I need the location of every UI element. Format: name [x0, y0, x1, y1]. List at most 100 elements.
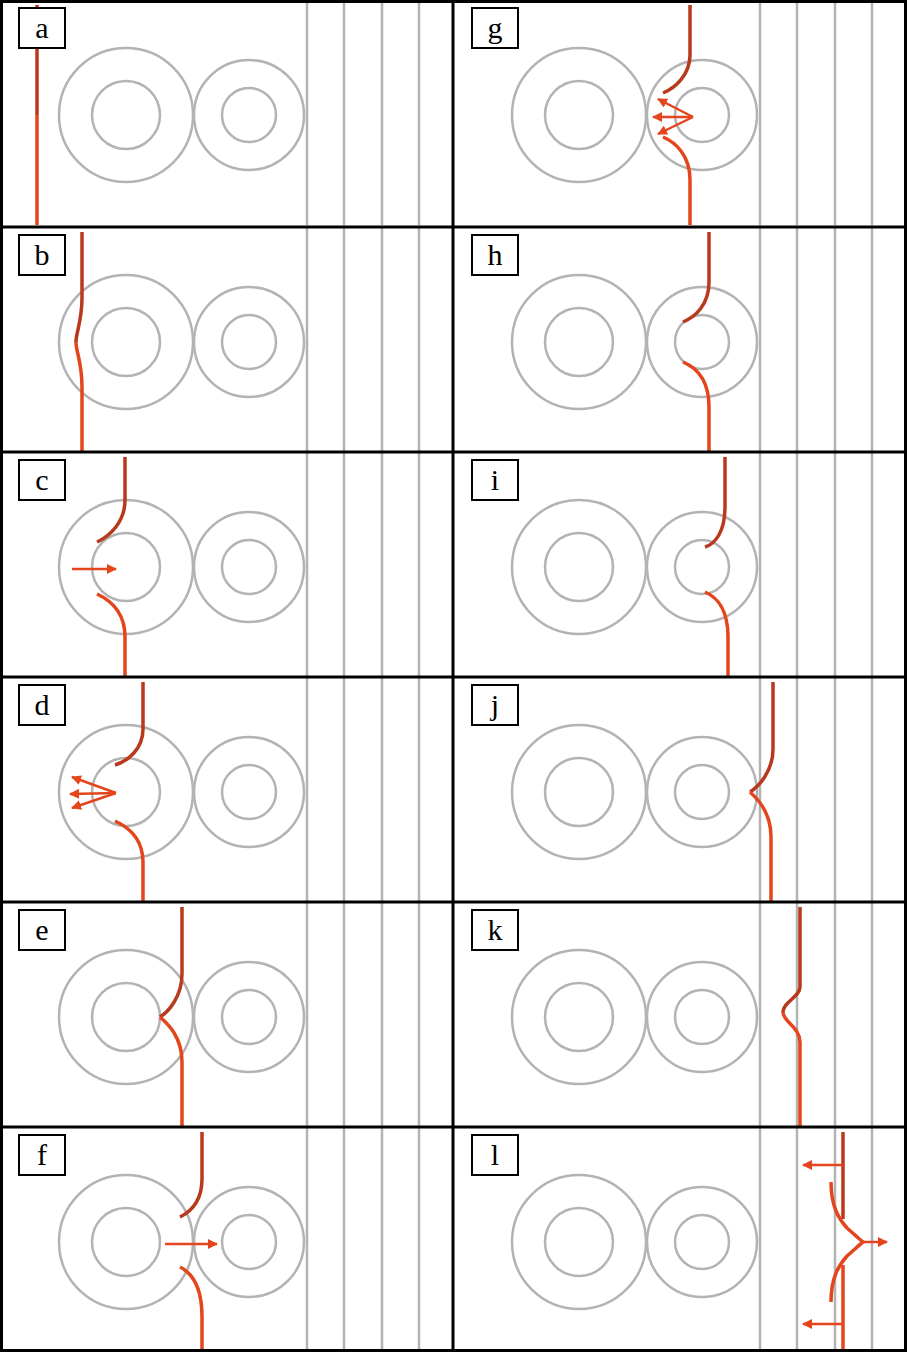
- panel-illustration: [37, 0, 419, 225]
- layer-line: [834, 677, 837, 902]
- layer-line: [759, 0, 762, 225]
- layer-line: [343, 902, 346, 1127]
- shell-circle: [675, 1215, 729, 1269]
- shell-circle: [647, 737, 757, 847]
- layer-line: [871, 227, 874, 452]
- panel-label-box: k: [471, 909, 519, 951]
- panel-letter: f: [37, 1140, 47, 1170]
- ray-arrow: [70, 793, 116, 794]
- panel-letter: h: [488, 240, 503, 270]
- shell-circle: [92, 1208, 160, 1276]
- panel-letter: d: [35, 690, 50, 720]
- layer-line: [871, 902, 874, 1127]
- panel-letter: i: [491, 465, 499, 495]
- wave-front: [76, 232, 82, 342]
- shell-circle: [92, 81, 160, 149]
- layer-line: [871, 452, 874, 677]
- shell-circle: [512, 1175, 646, 1309]
- ray-arrow: [658, 117, 693, 134]
- wave-front: [705, 592, 728, 677]
- layer-line: [381, 902, 384, 1127]
- layer-line: [381, 452, 384, 677]
- panel-label-box: f: [18, 1134, 66, 1176]
- shell-circle: [59, 48, 193, 182]
- panel-label-box: i: [471, 459, 519, 501]
- shell-circle: [194, 737, 304, 847]
- layer-line: [834, 1127, 837, 1352]
- layer-line: [418, 1127, 421, 1352]
- layer-line: [418, 0, 421, 225]
- panel-illustration: [512, 902, 872, 1127]
- shell-circle: [222, 990, 276, 1044]
- row-divider: [0, 226, 907, 229]
- shell-circle: [222, 315, 276, 369]
- layer-line: [418, 902, 421, 1127]
- layer-line: [306, 0, 309, 225]
- ray-arrow: [864, 1241, 887, 1244]
- shell-circle: [647, 512, 757, 622]
- wave-front: [783, 1012, 800, 1127]
- wave-front: [783, 907, 800, 1012]
- layer-line: [834, 227, 837, 452]
- panel-letter: j: [491, 690, 499, 720]
- panel-letter: c: [35, 465, 48, 495]
- wave-front: [841, 1132, 845, 1219]
- shell-circle: [92, 308, 160, 376]
- wave-front: [97, 594, 125, 677]
- shell-circle: [647, 962, 757, 1072]
- panel-illustration: [512, 227, 872, 452]
- row-divider: [0, 901, 907, 904]
- panel-illustration: [59, 452, 419, 677]
- shell-circle: [545, 81, 613, 149]
- ray-arrow: [72, 793, 116, 808]
- layer-line: [871, 0, 874, 225]
- panel-label-box: b: [18, 234, 66, 276]
- wave-front: [97, 457, 125, 542]
- panel-label-box: c: [18, 459, 66, 501]
- layer-line: [759, 227, 762, 452]
- layer-line: [871, 677, 874, 902]
- layer-line: [796, 227, 799, 452]
- wave-front: [663, 5, 690, 93]
- panel-illustration: [512, 452, 872, 677]
- shell-circle: [512, 500, 646, 634]
- wave-front: [841, 1265, 845, 1352]
- shell-circle: [59, 950, 193, 1084]
- ray-arrow: [658, 99, 693, 117]
- panel-letter: g: [488, 13, 503, 43]
- wave-front: [705, 457, 725, 547]
- wave-front: [76, 342, 82, 452]
- ray-arrow: [803, 1164, 843, 1167]
- wave-front: [160, 1017, 182, 1127]
- panel-letter: e: [35, 915, 48, 945]
- layer-line: [306, 902, 309, 1127]
- wave-front: [831, 1182, 863, 1302]
- panel-letter: a: [35, 13, 48, 43]
- layer-line: [759, 677, 762, 902]
- ray-arrow: [165, 1243, 217, 1246]
- layer-line: [796, 902, 799, 1127]
- shell-circle: [194, 60, 304, 170]
- shell-circle: [675, 990, 729, 1044]
- ray-arrow: [803, 1323, 843, 1326]
- shell-circle: [222, 540, 276, 594]
- shell-circle: [194, 512, 304, 622]
- wave-front: [683, 232, 709, 322]
- shell-circle: [512, 48, 646, 182]
- shell-circle: [675, 765, 729, 819]
- layer-line: [418, 677, 421, 902]
- shell-circle: [512, 725, 646, 859]
- shell-circle: [675, 315, 729, 369]
- layer-line: [343, 0, 346, 225]
- shell-circle: [194, 287, 304, 397]
- shell-circle: [194, 962, 304, 1072]
- shell-circle: [59, 1175, 193, 1309]
- panel-label-box: e: [18, 909, 66, 951]
- row-divider: [0, 676, 907, 679]
- layer-line: [834, 902, 837, 1127]
- layer-line: [343, 677, 346, 902]
- wave-front: [180, 1132, 202, 1217]
